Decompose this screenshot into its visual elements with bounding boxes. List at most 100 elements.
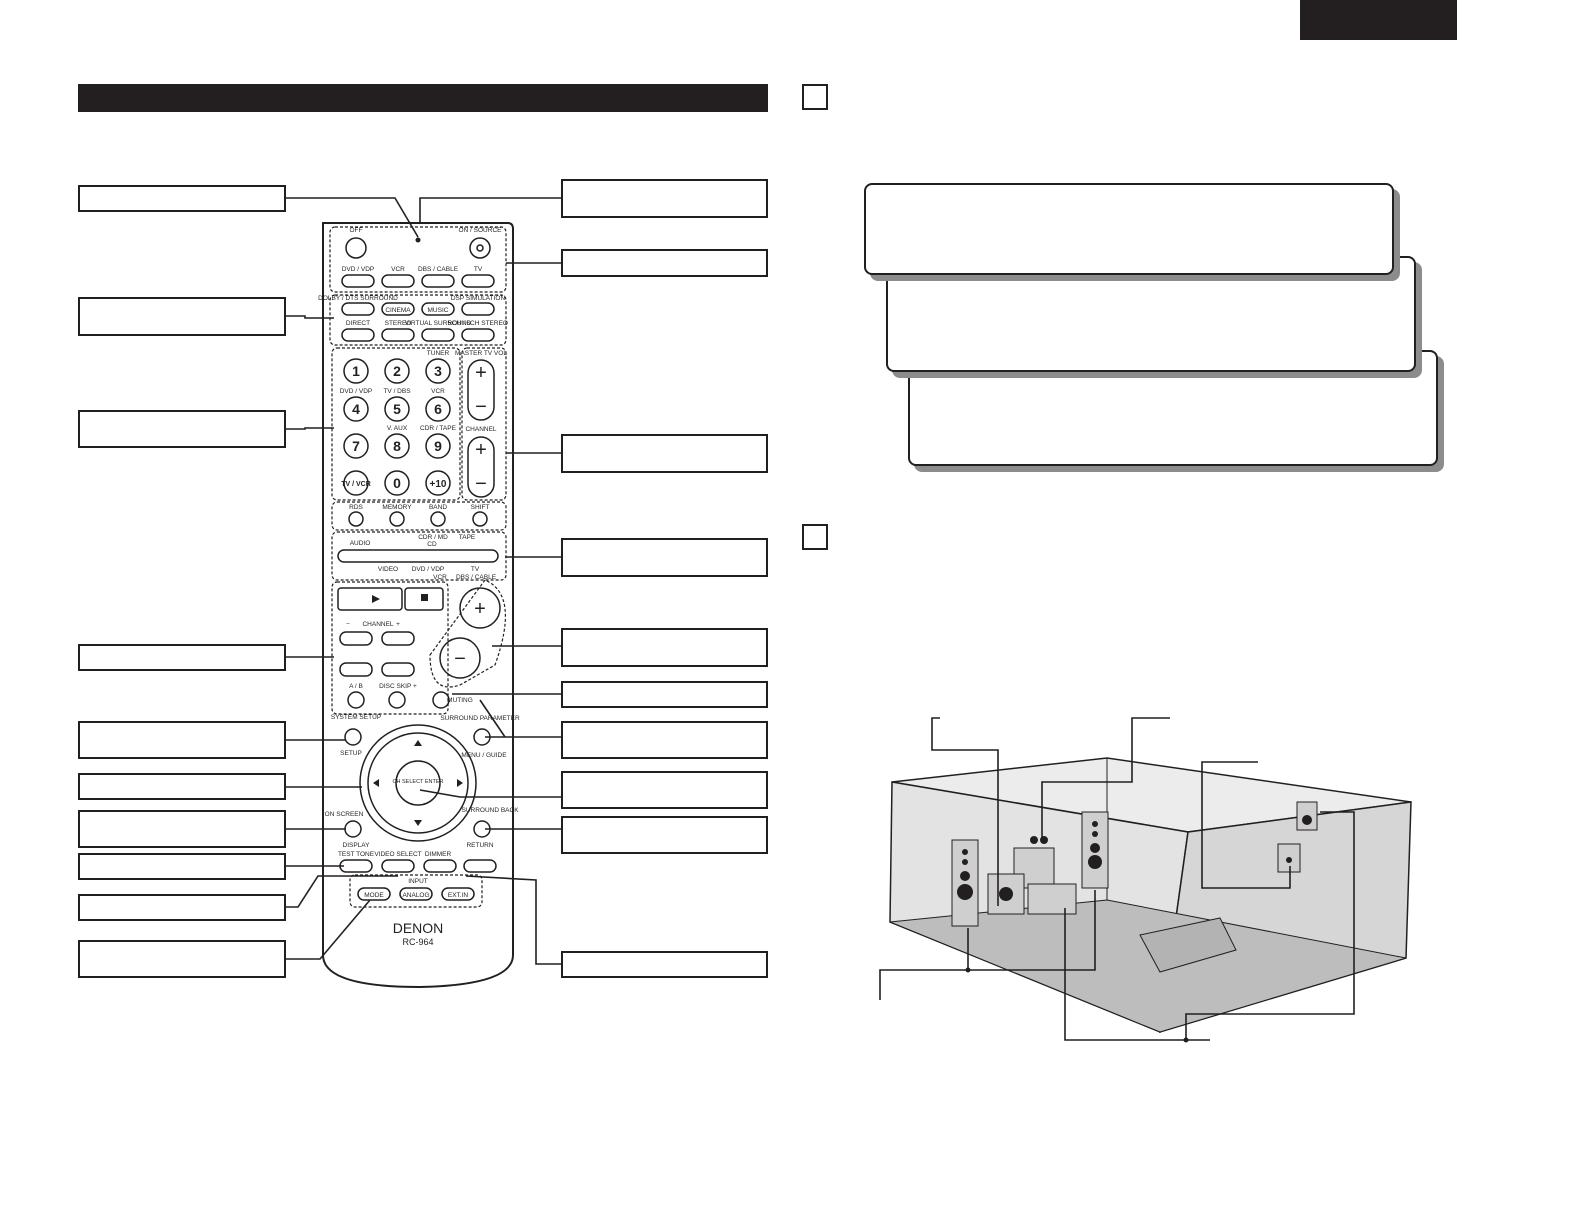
section-marker-2 xyxy=(802,524,828,550)
key-0: 0 xyxy=(393,475,401,491)
label-channel-minus: − xyxy=(346,621,350,628)
callout-right-5 xyxy=(561,628,768,667)
label-video: VIDEO xyxy=(378,566,398,573)
brand-logo: DENON xyxy=(393,920,444,936)
label-surround-back: SURROUND BACK xyxy=(461,807,519,814)
master-vol-plus-icon: + xyxy=(474,598,486,620)
key-5: 5 xyxy=(393,401,401,417)
label-input: INPUT xyxy=(408,878,428,885)
callout-left-2 xyxy=(78,297,286,336)
key-2: 2 xyxy=(393,363,401,379)
callout-right-9 xyxy=(561,816,768,854)
label-audio: AUDIO xyxy=(350,540,371,547)
label-dvd-vdp-2: DVD / VDP xyxy=(412,566,445,573)
callout-left-7 xyxy=(78,810,286,848)
callout-right-2 xyxy=(561,249,768,277)
callout-right-1 xyxy=(561,179,768,218)
label-master-tv-vol: MASTER TV VOL xyxy=(455,350,507,357)
info-panel-1 xyxy=(864,183,1394,275)
label-keypad-row3-b: V. AUX xyxy=(387,425,408,432)
label-tv: TV xyxy=(474,266,483,273)
callout-left-3 xyxy=(78,410,286,448)
label-a-b: A / B xyxy=(349,683,363,690)
label-keypad-row2-a: DVD / VDP xyxy=(340,388,373,395)
label-keypad-row2-c: VCR xyxy=(431,388,445,395)
label-cinema: CINEMA xyxy=(385,307,411,314)
key-8: 8 xyxy=(393,438,401,454)
callout-right-6 xyxy=(561,681,768,708)
ch-minus-icon: − xyxy=(475,473,487,495)
key-9: 9 xyxy=(434,438,442,454)
label-ch-select-enter: CH SELECT ENTER xyxy=(393,779,444,785)
speaker-room-diagram xyxy=(879,717,1412,1043)
label-channel-plus: + xyxy=(396,621,400,628)
key-tv-vcr: TV / VCR xyxy=(341,481,371,488)
label-dolby-dts-surround: DOLBY / DTS SURROUND xyxy=(318,295,398,302)
key-7: 7 xyxy=(352,438,360,454)
label-vcr-2: VCR xyxy=(433,574,447,581)
section-marker-1 xyxy=(802,84,828,110)
label-vcr: VCR xyxy=(391,266,405,273)
model-number: RC-964 xyxy=(402,937,433,947)
label-cdr-md: CDR / MD xyxy=(418,534,448,541)
label-on-screen: ON SCREEN xyxy=(325,811,364,818)
callout-right-8 xyxy=(561,771,768,809)
callout-right-4 xyxy=(561,538,768,577)
label-tuner: TUNER xyxy=(427,350,450,357)
label-display: DISPLAY xyxy=(343,842,371,849)
label-band: BAND xyxy=(429,504,447,511)
label-muting: MUTING xyxy=(447,697,473,704)
key-3: 3 xyxy=(434,363,442,379)
label-direct: DIRECT xyxy=(346,320,370,327)
key-4: 4 xyxy=(352,401,360,417)
callout-right-10 xyxy=(561,951,768,978)
ch-plus-icon: + xyxy=(475,439,487,461)
label-channel: CHANNEL xyxy=(465,426,496,433)
label-surround-parameter: SURROUND PARAMETER xyxy=(440,715,520,722)
label-memory: MEMORY xyxy=(382,504,412,511)
label-off: OFF xyxy=(350,227,363,234)
label-keypad-row2-b: TV / DBS xyxy=(383,388,411,395)
info-panel-2 xyxy=(886,256,1416,372)
master-vol-minus-icon: − xyxy=(454,648,466,670)
label-test-tone: TEST TONE xyxy=(338,851,375,858)
section-header-bar xyxy=(78,84,768,112)
label-music: MUSIC xyxy=(428,307,449,314)
label-mode: MODE xyxy=(364,892,384,899)
callout-left-8 xyxy=(78,853,286,880)
callout-left-4 xyxy=(78,644,286,671)
label-video-select: VIDEO SELECT xyxy=(374,851,421,858)
label-rds: RDS xyxy=(349,504,363,511)
label-dbs-cable-2: DBS / CABLE xyxy=(456,574,497,581)
label-menu-guide: MENU / GUIDE xyxy=(461,752,507,759)
label-channel-2: CHANNEL xyxy=(362,621,393,628)
callout-left-9 xyxy=(78,894,286,921)
label-return: RETURN xyxy=(466,842,493,849)
label-stereo: STEREO xyxy=(385,320,412,327)
callout-right-3 xyxy=(561,434,768,473)
vol-plus-icon: + xyxy=(475,362,487,384)
label-on-source: ON / SOURCE xyxy=(459,227,503,234)
callout-left-1 xyxy=(78,185,286,212)
callout-right-7 xyxy=(561,721,768,759)
remote-control: OFF ON / SOURCE DVD / VDP VCR DBS / CABL… xyxy=(318,222,520,989)
label-tape: TAPE xyxy=(459,534,476,541)
page-tab xyxy=(1300,0,1457,40)
label-tv-2: TV xyxy=(471,566,480,573)
label-5ch-6ch-stereo: 5CH / 6CH STEREO xyxy=(448,320,508,327)
label-keypad-row3-c: CDR / TAPE xyxy=(420,425,457,432)
label-ext-in: EXT.IN xyxy=(448,892,469,899)
key-1: 1 xyxy=(352,363,360,379)
vol-minus-icon: − xyxy=(475,396,487,418)
callout-left-5 xyxy=(78,721,286,759)
label-shift: SHIFT xyxy=(471,504,490,511)
label-system-setup: SYSTEM SETUP xyxy=(331,714,381,721)
label-dsp-simulation: DSP SIMULATION xyxy=(451,295,506,302)
key-6: 6 xyxy=(434,401,442,417)
label-dbs-cable: DBS / CABLE xyxy=(418,266,459,273)
callout-left-6 xyxy=(78,773,286,800)
label-cd: CD xyxy=(427,541,437,548)
key-plus10: +10 xyxy=(430,479,447,490)
label-dvd-vdp: DVD / VDP xyxy=(342,266,375,273)
label-dimmer: DIMMER xyxy=(425,851,452,858)
